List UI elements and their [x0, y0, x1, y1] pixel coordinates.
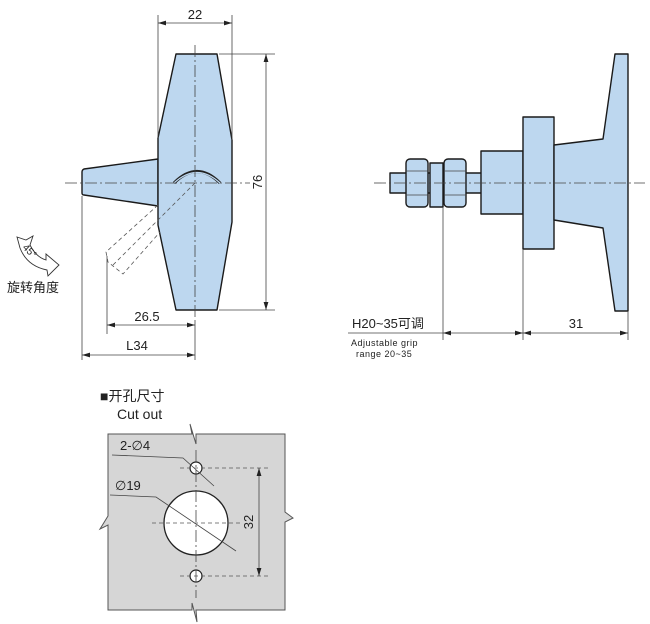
handle-side — [553, 53, 629, 312]
width-dim-label: 22 — [188, 7, 202, 22]
cutout-title: ■开孔尺寸 — [100, 388, 164, 404]
front-view: 22 76 26.5 L34 45° 旋转角度 — [7, 7, 275, 360]
side-view: H20~35可调 Adjustable grip range 20~35 31 — [348, 53, 645, 359]
grip-range-label: H20~35可调 — [352, 316, 424, 331]
cutout-subtitle: Cut out — [117, 406, 162, 422]
small-hole-label: 2-∅4 — [120, 438, 150, 453]
cutout-view: ■开孔尺寸 Cut out 32 2-∅4 ∅19 — [98, 388, 294, 623]
length-dim-label: L34 — [126, 338, 148, 353]
handle-stem — [81, 158, 159, 207]
grip-note-line2: range 20~35 — [356, 349, 412, 359]
rotation-arrow-icon — [16, 235, 60, 277]
hub — [480, 150, 524, 215]
hole-spacing-label: 32 — [241, 515, 256, 529]
rotation-label: 旋转角度 — [7, 280, 59, 295]
washer — [429, 162, 444, 208]
offset-dim-label: 26.5 — [134, 309, 159, 324]
rotated-stem-outline — [105, 204, 161, 275]
height-dim-label: 76 — [250, 175, 265, 189]
depth-dim-label: 31 — [569, 316, 583, 331]
large-hole-label: ∅19 — [115, 478, 141, 493]
grip-note-line1: Adjustable grip — [351, 338, 418, 348]
